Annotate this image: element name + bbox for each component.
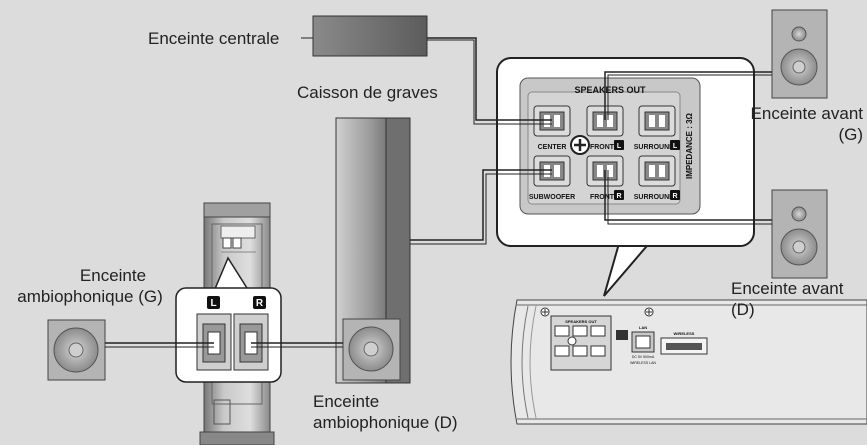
label-subwoofer: Caisson de graves xyxy=(297,83,438,102)
panel-impedance: IMPEDANCE : 3Ω xyxy=(685,112,694,179)
center-speaker xyxy=(312,15,428,57)
surround-badge-r xyxy=(253,296,266,309)
panel-badge-fl-text: L xyxy=(617,143,622,150)
label-front-right-line1: Enceinte avant xyxy=(731,279,844,298)
rear-screw-left-icon xyxy=(540,307,550,317)
panel-badge-fr xyxy=(614,190,624,200)
label-front-left-line1: Enceinte avant xyxy=(750,104,863,123)
rear-lan: LAN xyxy=(639,325,647,330)
label-surround-right-line1: Enceinte xyxy=(313,392,380,411)
label-surround-right-line2: ambiophonique (D) xyxy=(313,413,458,432)
label-front-right-line2: (D) xyxy=(731,300,755,319)
label-surround-right: Enceinte ambiophonique (D) xyxy=(313,391,458,433)
wire-subwoofer xyxy=(410,169,552,241)
surround-badge-r-text: R xyxy=(256,298,264,309)
panel-badge-sl xyxy=(670,140,680,150)
label-terminal-front-r: FRONT xyxy=(590,194,615,201)
terminal-subwoofer xyxy=(533,155,571,187)
speaker-wires xyxy=(105,37,772,348)
label-surround-left-line1: Enceinte xyxy=(79,266,147,285)
panel-badge-fl xyxy=(614,140,624,150)
label-terminal-front-l: FRONT xyxy=(590,144,615,151)
terminal-surround-r xyxy=(638,155,676,187)
surround-right-speaker xyxy=(342,318,401,381)
terminal-center xyxy=(533,105,571,137)
panel-badge-sr-text: R xyxy=(672,193,677,200)
label-terminal-surround-r: SURROUND xyxy=(634,194,674,201)
front-left-speaker xyxy=(771,9,828,99)
wire-center xyxy=(427,37,552,121)
panel-screw-icon xyxy=(570,135,590,155)
front-right-speaker xyxy=(771,189,828,279)
label-terminal-subwoofer: SUBWOOFER xyxy=(529,194,575,201)
rear-dc: DC 5V 500mA xyxy=(632,355,655,359)
rear-wireless-lan: WIRELESS LAN xyxy=(630,361,656,365)
label-terminal-surround-l: SURROUND xyxy=(634,144,674,151)
rear-screw-right-icon xyxy=(644,307,654,317)
panel-badge-sl-text: L xyxy=(673,143,678,150)
panel-title: SPEAKERS OUT xyxy=(574,85,646,95)
panel-badge-fr-text: R xyxy=(616,193,621,200)
surround-badge-l-text: L xyxy=(210,298,216,309)
rear-speakers-out: SPEAKERS OUT xyxy=(565,319,597,324)
label-surround-left-line2: ambiophonique (G) xyxy=(17,287,163,306)
wire-front-right xyxy=(604,170,772,221)
rear-wireless: WIRELESS xyxy=(674,331,695,336)
label-center-speaker: Enceinte centrale xyxy=(148,29,280,48)
panel-callout-pointer xyxy=(603,239,655,297)
main-unit-rear xyxy=(510,299,867,425)
label-front-right: Enceinte avant (D) xyxy=(731,278,843,320)
wire-front-left xyxy=(604,71,772,120)
panel-badge-sr xyxy=(670,190,680,200)
label-front-left-line2: (G) xyxy=(838,125,863,144)
surround-badge-l xyxy=(207,296,220,309)
terminal-front-l xyxy=(586,105,624,137)
terminal-surround-l xyxy=(638,105,676,137)
surround-left-speaker xyxy=(47,319,106,381)
label-terminal-center: CENTER xyxy=(538,144,567,151)
label-surround-left: Enceinte ambiophonique (G) xyxy=(6,265,174,307)
label-front-left: Enceinte avant (G) xyxy=(735,103,863,145)
